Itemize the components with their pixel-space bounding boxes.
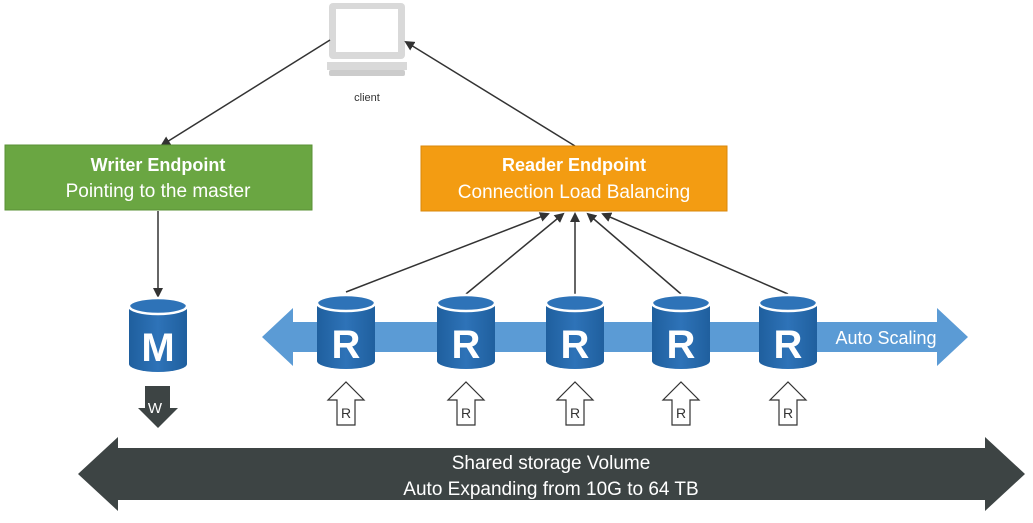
read-arrow-label: R xyxy=(676,405,686,421)
reader-endpoint-box: Reader Endpoint Connection Load Balancin… xyxy=(420,145,728,212)
read-arrow-label: R xyxy=(341,405,351,421)
storage-line1: Shared storage Volume xyxy=(452,453,651,474)
replica-letter: R xyxy=(452,323,481,367)
replica-database: RR xyxy=(315,293,377,426)
client-label: client xyxy=(354,92,380,104)
master-database: M xyxy=(127,296,189,372)
replica-arrow-5 xyxy=(601,212,789,295)
replica-arrow-1 xyxy=(345,212,550,293)
replica-letter: R xyxy=(561,323,590,367)
database-icon xyxy=(650,293,712,369)
write-arrow-label: W xyxy=(148,400,163,417)
read-arrow: R xyxy=(326,381,366,426)
read-arrow-label: R xyxy=(783,405,793,421)
read-arrow: R xyxy=(555,381,595,426)
replica-arrow-4 xyxy=(586,212,682,295)
writer-endpoint-box: Writer Endpoint Pointing to the master xyxy=(4,144,313,211)
replica-letter: R xyxy=(667,323,696,367)
replica-letter: R xyxy=(774,323,803,367)
read-arrow: R xyxy=(661,381,701,426)
replica-database: RR xyxy=(650,293,712,426)
read-arrow: R xyxy=(768,381,808,426)
database-icon xyxy=(315,293,377,369)
client-to-writer-arrow xyxy=(160,39,331,147)
storage-line2: Auto Expanding from 10G to 64 TB xyxy=(403,479,698,500)
database-icon xyxy=(435,293,497,369)
database-icon xyxy=(127,296,189,372)
reader-endpoint-subtitle: Connection Load Balancing xyxy=(458,182,690,203)
replica-database: RR xyxy=(757,293,819,426)
writer-endpoint-title: Writer Endpoint xyxy=(91,155,226,175)
database-icon xyxy=(757,293,819,369)
read-arrow-label: R xyxy=(461,405,471,421)
writer-endpoint-subtitle: Pointing to the master xyxy=(66,181,251,202)
read-arrow-label: R xyxy=(570,405,580,421)
replica-letter: R xyxy=(332,323,361,367)
replica-database: RR xyxy=(435,293,497,426)
replica-arrows xyxy=(345,212,789,295)
replica-database: RR xyxy=(544,293,606,426)
read-arrow: R xyxy=(446,381,486,426)
database-icon xyxy=(544,293,606,369)
laptop-icon xyxy=(327,3,407,76)
write-arrow: W xyxy=(138,386,178,428)
shared-storage-arrow: Shared storage Volume Auto Expanding fro… xyxy=(78,437,1025,511)
replica-arrow-2 xyxy=(465,212,565,295)
auto-scaling-label: Auto Scaling xyxy=(835,328,936,348)
reader-endpoint-title: Reader Endpoint xyxy=(502,155,646,175)
reader-to-client-arrow xyxy=(404,40,576,147)
master-letter: M xyxy=(141,326,174,370)
